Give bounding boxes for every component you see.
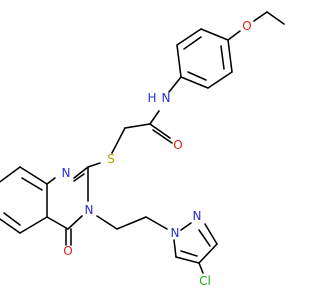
- bond-phenyl-3: [180, 76, 209, 89]
- atom-label-ether-oxygen: O: [242, 19, 251, 33]
- bond-ethyl-ch3-ch2: [266, 11, 285, 25]
- bond-benzo-4: [0, 218, 21, 234]
- bond-pyrazole-n1-n2: [180, 222, 192, 231]
- bond-phenyl-2: [207, 71, 233, 89]
- bond-ch2-s: [111, 127, 126, 154]
- bond-carbonyl-o-1: [149, 123, 171, 139]
- bond-pyrazole-c3-c4: [198, 243, 218, 264]
- atom-label-pyrazole-n1: N: [171, 226, 180, 240]
- bond-layer: [0, 11, 285, 274]
- atom-label-quinazoline-n3: N: [85, 203, 94, 217]
- bond-pyrazole-n2-c3: [204, 223, 218, 245]
- bond-benzo-1: [19, 166, 48, 185]
- chemical-structure-diagram: O N H O S N N O N N Cl: [0, 11, 285, 288]
- bond-phenyl-6: [200, 28, 229, 41]
- bond-aryl-nh: [168, 76, 182, 93]
- bond-ch2-ch2: [116, 216, 147, 230]
- bond-carbonyl-ch2: [124, 123, 151, 129]
- atom-label-layer: O N H O S N N O N N Cl: [62, 19, 252, 288]
- bond-benzo-5: [19, 216, 48, 234]
- bond-c4-cl: [198, 262, 204, 274]
- bond-o-aryl: [227, 30, 241, 41]
- bond-s-c2: [87, 162, 101, 168]
- atom-label-chloro: Cl: [199, 274, 211, 288]
- bond-c4-c4a: [46, 216, 69, 230]
- bond-ch2-pyrazole-n1: [145, 216, 168, 230]
- atom-label-amide-oxygen: O: [173, 138, 182, 152]
- bond-ethyl-ch2-o: [253, 11, 268, 22]
- bond-pyrazole-c5-n1: [173, 239, 177, 258]
- bond-benzo-2: [0, 166, 21, 183]
- bond-pyrazole-c4-c5-inner: [180, 250, 198, 257]
- bond-phenyl-3-inner: [187, 71, 207, 81]
- atom-label-amide-nitrogen: N: [162, 91, 171, 105]
- bond-n3-ch2: [96, 215, 118, 230]
- atom-label-thioether-sulfur: S: [107, 152, 115, 166]
- bond-benzo-4-inner: [3, 212, 21, 226]
- bond-phenyl-5: [176, 28, 202, 46]
- bond-pyrazole-n2-c3-inner: [198, 229, 211, 247]
- bond-pyrazole-c4-c5: [175, 256, 200, 264]
- bond-c2-n1: [73, 166, 89, 179]
- atom-label-quinazolinone-oxygen: O: [63, 244, 72, 258]
- bond-phenyl-1: [227, 39, 233, 73]
- bond-n1-c8a: [46, 177, 56, 185]
- bond-n3-c4: [67, 215, 83, 230]
- bond-phenyl-5-inner: [183, 36, 202, 50]
- bond-phenyl-4: [176, 44, 182, 78]
- atom-label-pyrazole-n2: N: [193, 209, 202, 223]
- bond-carbonyl-o-2: [152, 129, 173, 144]
- bond-benzo-1-inner: [21, 177, 43, 191]
- atom-label-quinazoline-n1: N: [62, 166, 71, 180]
- atom-label-amide-hydrogen: H: [147, 91, 156, 105]
- bond-nh-carbonyl: [149, 110, 160, 125]
- bond-phenyl-1-inner: [220, 45, 225, 70]
- bond-c2-n1-inner: [73, 173, 85, 182]
